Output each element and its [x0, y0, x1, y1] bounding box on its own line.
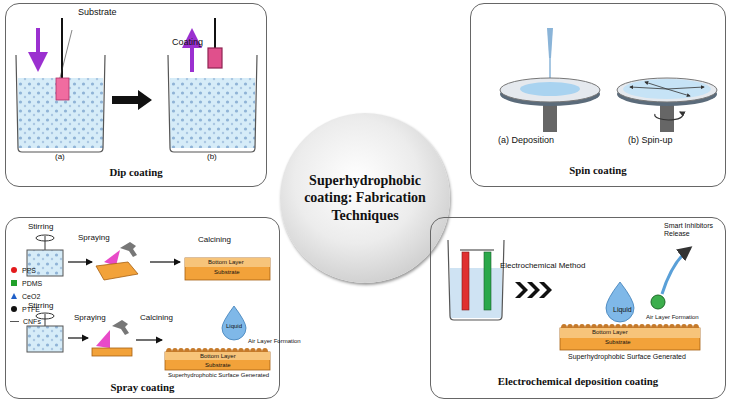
- legend-item: PPS: [10, 266, 36, 274]
- label: Substrate: [605, 339, 631, 346]
- label: Spraying: [74, 314, 106, 323]
- legend-item: PTFE: [10, 305, 40, 313]
- label: Bottom Layer: [208, 259, 244, 266]
- label: Substrate: [78, 8, 117, 18]
- technique-panel: Spin coating: [470, 3, 726, 187]
- label: Electrochemical Method: [500, 262, 585, 271]
- center-circle: Superhydrophobic coating: Fabrication Te…: [280, 113, 450, 283]
- label: Substrate: [214, 269, 240, 276]
- legend-line: [10, 321, 19, 322]
- panel-title: Spin coating: [471, 164, 725, 176]
- label: Liquid: [613, 306, 632, 314]
- label: Air Layer Formation: [248, 338, 301, 345]
- legend-swatch: [10, 279, 18, 287]
- legend-item: PDMS: [10, 279, 42, 287]
- legend-item: CeO2: [10, 292, 40, 300]
- label: Smart Inhibitors Release: [664, 222, 724, 237]
- dip-illustration: [16, 18, 257, 152]
- legend-item: CNFs: [10, 318, 41, 325]
- legend-swatch: [10, 292, 18, 300]
- label: Superhydrophobic Surface Generated: [168, 372, 269, 379]
- label: Spraying: [78, 234, 110, 243]
- legend-text: CeO2: [22, 293, 40, 300]
- spin-illustration: [500, 28, 717, 132]
- label: Coating: [172, 38, 203, 48]
- spray-illustration: [27, 235, 270, 370]
- electro-illustration: [448, 240, 700, 350]
- label: Stirring: [28, 223, 53, 232]
- label: Calcining: [140, 314, 173, 323]
- legend-swatch: [10, 266, 18, 274]
- label: Bottom Layer: [592, 329, 628, 336]
- label: Liquid: [226, 323, 242, 330]
- label: Superhydrophobic Surface Generated: [568, 353, 686, 361]
- legend-text: PTFE: [22, 306, 40, 313]
- label: (b) Spin-up: [628, 136, 673, 146]
- center-title: Superhydrophobic coating: Fabrication Te…: [300, 172, 430, 225]
- label: (a) Deposition: [498, 136, 554, 146]
- legend-text: PPS: [22, 267, 36, 274]
- label: Bottom Layer: [200, 353, 236, 360]
- legend-text: PDMS: [22, 280, 42, 287]
- label: Substrate: [205, 362, 231, 369]
- label: (b): [207, 153, 217, 162]
- panel-title: Dip coating: [6, 166, 266, 178]
- label: Calcining: [198, 236, 231, 245]
- panel-title: Spray coating: [6, 381, 279, 393]
- technique-panel: Electrochemical deposition coating: [430, 217, 726, 399]
- label: (a): [55, 153, 65, 162]
- panel-title: Electrochemical deposition coating: [431, 375, 725, 387]
- technique-panel: Dip coating: [5, 3, 267, 187]
- legend-swatch: [10, 305, 18, 313]
- legend-text: CNFs: [23, 318, 41, 325]
- label: Air Layer Formation: [646, 314, 699, 321]
